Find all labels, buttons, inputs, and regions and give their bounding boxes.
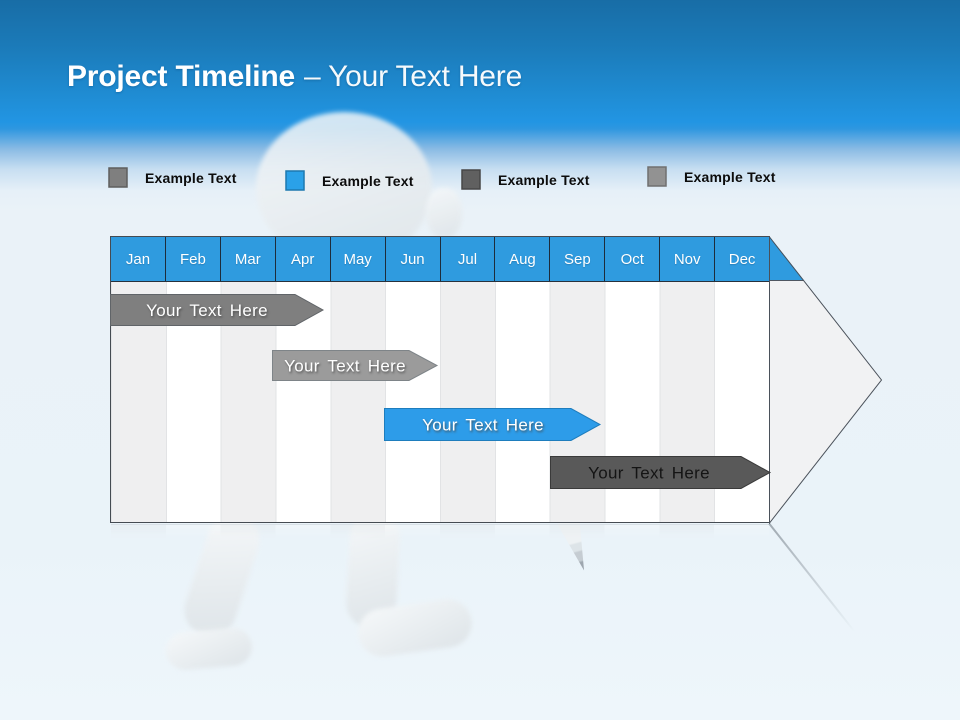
timeline-reflection <box>111 524 769 538</box>
month-header-row: Jan Feb Mar Apr May Jun Jul Aug Sep Oct … <box>111 237 769 282</box>
task-label: Your Text Here <box>146 301 268 320</box>
month-cell-dec[interactable]: Dec <box>728 250 756 268</box>
month-cell-apr[interactable]: Apr <box>276 237 331 281</box>
arrowhead-reflection-line <box>768 523 856 633</box>
month-cell-mar[interactable]: Mar <box>221 237 276 281</box>
legend-item-4[interactable]: Example Text <box>647 166 776 187</box>
month-cell-jul[interactable]: Jul <box>441 237 496 281</box>
month-cell-oct[interactable]: Oct <box>605 237 661 281</box>
legend-swatch-icon <box>647 166 667 187</box>
task-label: Your Text Here <box>422 416 544 435</box>
task-label: Your Text Here <box>588 464 710 483</box>
title-accent-text: – Your Text Here <box>304 60 523 93</box>
legend-label: Example Text <box>498 171 590 188</box>
legend-item-1[interactable]: Example Text <box>108 167 237 188</box>
task-arrow-3[interactable]: Your Text Here <box>384 408 602 441</box>
task-arrow-2[interactable]: Your Text Here <box>272 350 439 381</box>
task-label: Your Text Here <box>284 357 406 376</box>
month-cell-may[interactable]: May <box>331 237 386 281</box>
legend-swatch-icon <box>108 167 128 188</box>
legend-item-2[interactable]: Example Text <box>285 170 414 191</box>
figure-right-foot <box>355 596 475 660</box>
month-cell-sep[interactable]: Sep <box>550 237 606 281</box>
month-cell-feb[interactable]: Feb <box>166 237 221 281</box>
task-arrow-1[interactable]: Your Text Here <box>110 294 325 326</box>
month-cell-jan[interactable]: Jan <box>111 237 166 281</box>
legend-item-3[interactable]: Example Text <box>461 169 590 190</box>
month-cell-nov[interactable]: Nov <box>660 237 716 281</box>
title-main-text: Project Timeline <box>67 60 295 93</box>
legend-label: Example Text <box>145 169 237 186</box>
legend-swatch-icon <box>461 169 481 190</box>
month-cell-jun[interactable]: Jun <box>386 237 441 281</box>
page-title[interactable]: Project Timeline – Your Text Here <box>67 60 522 94</box>
timeline-arrowhead <box>769 236 883 524</box>
task-arrow-4[interactable]: Your Text Here <box>550 456 772 489</box>
legend-swatch-icon <box>285 170 305 191</box>
figure-left-foot <box>164 626 254 672</box>
month-cell-aug[interactable]: Aug <box>495 237 551 281</box>
legend-label: Example Text <box>322 172 414 189</box>
figure-hand <box>426 188 462 238</box>
legend-label: Example Text <box>684 168 776 185</box>
